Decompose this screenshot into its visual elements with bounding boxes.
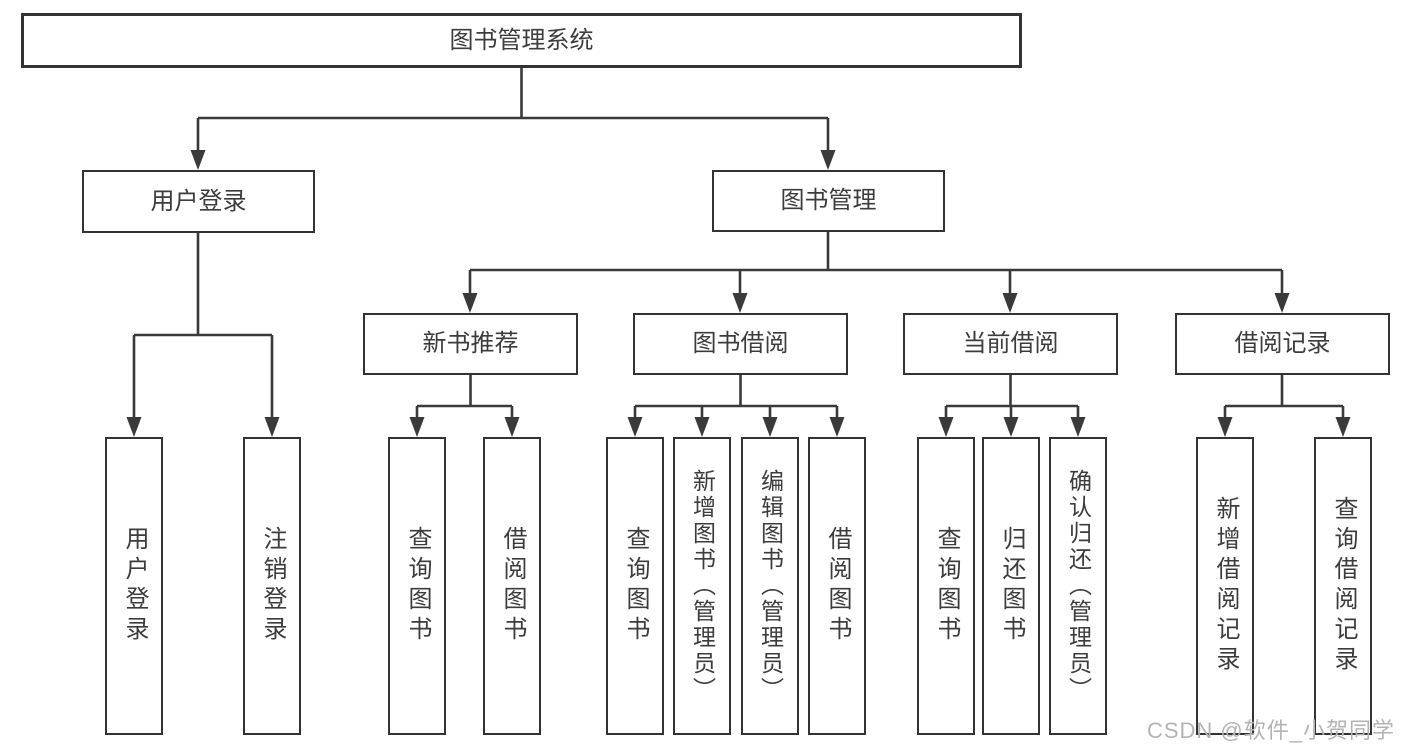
node-user-login-label: 用户登录 <box>150 187 247 215</box>
leaf-logout-label: 注销登录 <box>259 526 286 646</box>
leaf-borrow-books-label: 借阅图书 <box>824 526 851 646</box>
node-book-management: 图书管理 <box>712 170 945 232</box>
node-current-borrow: 当前借阅 <box>903 313 1118 375</box>
node-current-borrow-label: 当前借阅 <box>962 330 1059 357</box>
node-borrow-records-label: 借阅记录 <box>1234 330 1331 357</box>
edges-new-book-recommend <box>409 375 520 437</box>
csdn-watermark: CSDN @软件_小贺同学 <box>1146 718 1395 743</box>
leaf-add-borrow-record-label: 新增借阅记录 <box>1212 496 1239 676</box>
leaf-query-books-current-label: 查询图书 <box>933 526 960 646</box>
leaf-edit-book-admin: 编辑图书（管理员） <box>741 437 799 735</box>
leaf-borrow-books: 借阅图书 <box>808 437 866 735</box>
leaf-query-books-borrow-label: 查询图书 <box>622 526 649 646</box>
leaf-query-books-current: 查询图书 <box>917 437 975 735</box>
leaf-edit-book-admin-label: 编辑图书（管理员） <box>757 469 784 703</box>
node-borrow-records: 借阅记录 <box>1175 313 1390 375</box>
edges-borrow-records <box>1217 375 1351 437</box>
node-book-management-label: 图书管理 <box>780 187 877 214</box>
edges-root-to-level2 <box>190 68 836 170</box>
node-root: 图书管理系统 <box>21 13 1022 68</box>
leaf-add-borrow-record: 新增借阅记录 <box>1196 437 1254 735</box>
node-new-book-recommend: 新书推荐 <box>363 313 578 375</box>
leaf-user-login: 用户登录 <box>105 437 163 735</box>
leaf-add-book-admin-label: 新增图书（管理员） <box>689 469 716 703</box>
edges-current-borrow <box>938 375 1086 437</box>
leaf-borrow-books-recommend-label: 借阅图书 <box>499 526 526 646</box>
node-book-borrow-label: 图书借阅 <box>692 330 789 357</box>
leaf-confirm-return-admin: 确认归还（管理员） <box>1049 437 1107 735</box>
leaf-query-books-recommend: 查询图书 <box>388 437 446 735</box>
edges-book-borrow <box>627 375 845 437</box>
leaf-add-book-admin: 新增图书（管理员） <box>673 437 731 735</box>
node-book-borrow: 图书借阅 <box>633 313 848 375</box>
leaf-confirm-return-admin-label: 确认归还（管理员） <box>1065 469 1092 703</box>
leaf-return-book-label: 归还图书 <box>998 526 1025 646</box>
edges-user-login <box>126 233 280 437</box>
edges-book-management <box>462 232 1290 313</box>
leaf-logout: 注销登录 <box>243 437 301 735</box>
node-user-login: 用户登录 <box>82 170 315 233</box>
leaf-borrow-books-recommend: 借阅图书 <box>483 437 541 735</box>
leaf-user-login-label: 用户登录 <box>121 526 148 646</box>
leaf-query-books-borrow: 查询图书 <box>606 437 664 735</box>
leaf-query-borrow-record: 查询借阅记录 <box>1314 437 1372 735</box>
leaf-return-book: 归还图书 <box>982 437 1040 735</box>
leaf-query-borrow-record-label: 查询借阅记录 <box>1330 496 1357 676</box>
node-new-book-recommend-label: 新书推荐 <box>422 330 519 357</box>
node-root-label: 图书管理系统 <box>449 26 594 54</box>
leaf-query-books-recommend-label: 查询图书 <box>404 526 431 646</box>
